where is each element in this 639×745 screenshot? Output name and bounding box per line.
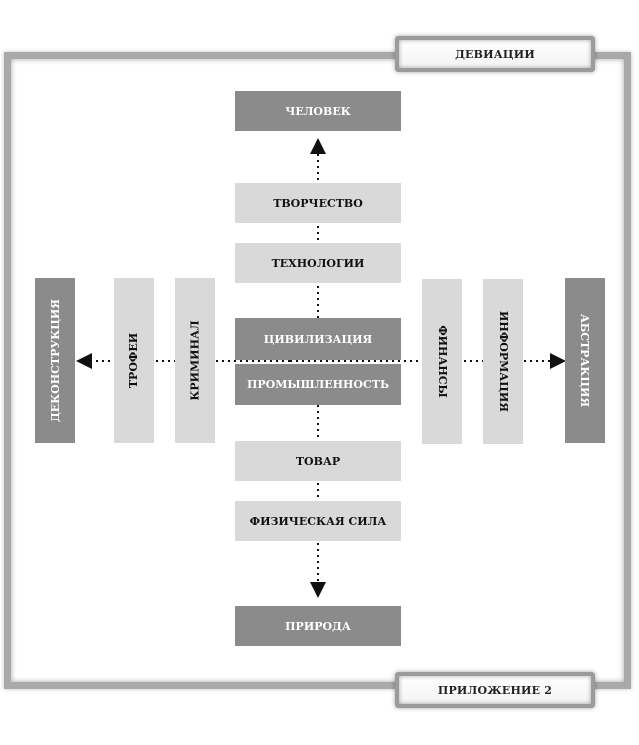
- footer-tag-label: ПРИЛОЖЕНИЕ 2: [437, 683, 553, 697]
- node-tvorchestvo-label: ТВОРЧЕСТВО: [273, 196, 363, 210]
- node-kriminal-label: КРИМИНАЛ: [188, 320, 202, 401]
- node-tovar: ТОВАР: [235, 441, 401, 481]
- node-tovar-label: ТОВАР: [295, 454, 341, 468]
- node-finansy: ФИНАНСЫ: [422, 279, 462, 444]
- header-tag: ДЕВИАЦИИ: [395, 36, 595, 72]
- node-dekonstruktsiya-label: ДЕКОНСТРУКЦИЯ: [48, 298, 62, 423]
- node-tsivilizatsiya-label: ЦИВИЛИЗАЦИЯ: [263, 332, 373, 346]
- node-promyshlennost: ПРОМЫШЛЕННОСТЬ: [235, 364, 401, 405]
- node-tekhnologii-label: ТЕХНОЛОГИИ: [271, 256, 365, 270]
- node-trofei: ТРОФЕИ: [114, 278, 154, 443]
- footer-tag: ПРИЛОЖЕНИЕ 2: [395, 672, 595, 708]
- node-informatsiya-label: ИНФОРМАЦИЯ: [496, 311, 510, 412]
- node-abstraktsiya: АБСТРАКЦИЯ: [565, 278, 605, 443]
- node-kriminal: КРИМИНАЛ: [175, 278, 215, 443]
- node-tsivilizatsiya: ЦИВИЛИЗАЦИЯ: [235, 318, 401, 360]
- node-dekonstruktsiya: ДЕКОНСТРУКЦИЯ: [35, 278, 75, 443]
- node-promyshlennost-label: ПРОМЫШЛЕННОСТЬ: [246, 378, 390, 391]
- node-finansy-label: ФИНАНСЫ: [435, 325, 449, 398]
- node-informatsiya: ИНФОРМАЦИЯ: [483, 279, 523, 444]
- node-priroda-label: ПРИРОДА: [285, 619, 351, 633]
- node-chelovek-label: ЧЕЛОВЕК: [285, 104, 351, 118]
- node-priroda: ПРИРОДА: [235, 606, 401, 646]
- node-trofei-label: ТРОФЕИ: [127, 332, 141, 389]
- node-tekhnologii: ТЕХНОЛОГИИ: [235, 243, 401, 283]
- node-chelovek: ЧЕЛОВЕК: [235, 91, 401, 131]
- node-tvorchestvo: ТВОРЧЕСТВО: [235, 183, 401, 223]
- node-fizicheskaya-sila-label: ФИЗИЧЕСКАЯ СИЛА: [249, 514, 387, 528]
- node-abstraktsiya-label: АБСТРАКЦИЯ: [578, 313, 592, 408]
- header-tag-label: ДЕВИАЦИИ: [455, 47, 535, 61]
- node-fizicheskaya-sila: ФИЗИЧЕСКАЯ СИЛА: [235, 501, 401, 541]
